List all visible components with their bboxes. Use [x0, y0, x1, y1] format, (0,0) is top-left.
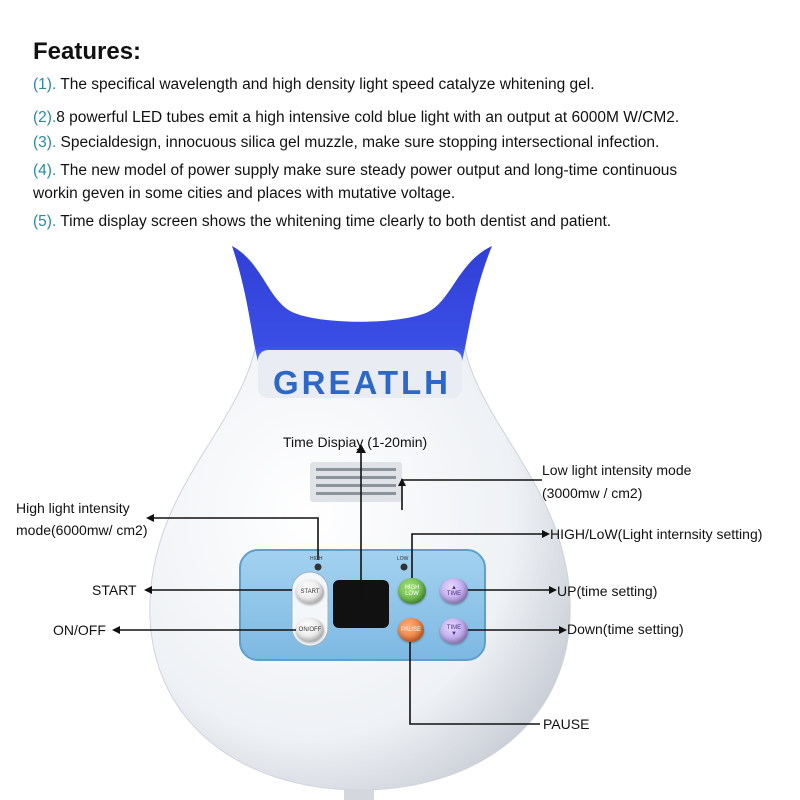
start-button[interactable]: START: [296, 580, 324, 604]
callout-down: Down(time setting): [567, 621, 684, 637]
callout-arrowheads: [112, 444, 567, 634]
callout-up: UP(time setting): [557, 583, 658, 599]
brand-logo: GREATLH: [272, 364, 452, 401]
callout-start: START: [92, 582, 137, 598]
callout-onoff: ON/OFF: [53, 622, 106, 638]
callout-low-mode-line2: (3000mw / cm2): [542, 485, 643, 501]
feature-text: Specialdesign, innocuous silica gel muzz…: [56, 134, 660, 151]
callout-high-mode-line1: High light intensity: [16, 500, 130, 516]
time-display-screen: [333, 580, 389, 628]
feature-text: 8 powerful LED tubes emit a high intensi…: [56, 109, 680, 126]
feature-text: Time display screen shows the whitening …: [56, 213, 612, 230]
feature-number: (4).: [33, 162, 57, 179]
feature-item-4: (4). The new model of power supply make …: [33, 159, 793, 205]
high-indicator-label: HIGH: [310, 556, 323, 562]
feature-item-3: (3). Specialdesign, innocuous silica gel…: [33, 131, 793, 154]
feature-item-2: (2).8 powerful LED tubes emit a high int…: [33, 106, 793, 129]
speaker-grille: [310, 462, 402, 502]
feature-text-continued: workin geven in some cities and places w…: [33, 185, 456, 202]
features-heading: Features:: [33, 38, 142, 65]
high-low-button-top-label: HIGH: [404, 585, 420, 591]
feature-number: (1).: [33, 76, 57, 93]
feature-item-1: (1). The specifical wavelength and high …: [33, 73, 793, 96]
callout-pause: PAUSE: [543, 716, 590, 732]
up-arrow-icon: ▲: [451, 585, 457, 591]
high-low-button-bottom-label: LOW: [405, 591, 419, 597]
feature-number: (3).: [33, 134, 57, 151]
high-low-button[interactable]: HIGH LOW: [398, 578, 426, 604]
feature-text: The new model of power supply make sure …: [56, 162, 678, 179]
feature-number: (5).: [33, 213, 57, 230]
low-indicator-led: [400, 563, 408, 571]
callout-high-low: HIGH/LoW(Light internsity setting): [550, 526, 763, 542]
low-indicator-label: LOW: [397, 556, 409, 562]
feature-number: (2).: [33, 109, 57, 126]
feature-item-5: (5). Time display screen shows the white…: [33, 210, 793, 233]
down-arrow-icon: ▼: [451, 631, 457, 637]
time-down-button[interactable]: TIME ▼: [440, 618, 468, 644]
time-down-label: TIME: [446, 625, 462, 631]
brand-plate: [258, 350, 462, 398]
callout-time-display: Time Dispiay (1-20min): [283, 434, 428, 450]
pause-button[interactable]: PAUSE: [398, 618, 424, 642]
callout-low-mode-line1: Low light intensity mode: [542, 462, 692, 478]
callout-high-mode-line2: mode(6000mw/ cm2): [16, 522, 148, 538]
feature-text: The specifical wavelength and high densi…: [56, 76, 595, 93]
time-up-button[interactable]: ▲ TIME: [440, 578, 468, 604]
time-up-label: TIME: [446, 591, 462, 597]
onoff-button[interactable]: ON/OFF: [296, 618, 324, 642]
high-indicator-led: [314, 563, 322, 571]
